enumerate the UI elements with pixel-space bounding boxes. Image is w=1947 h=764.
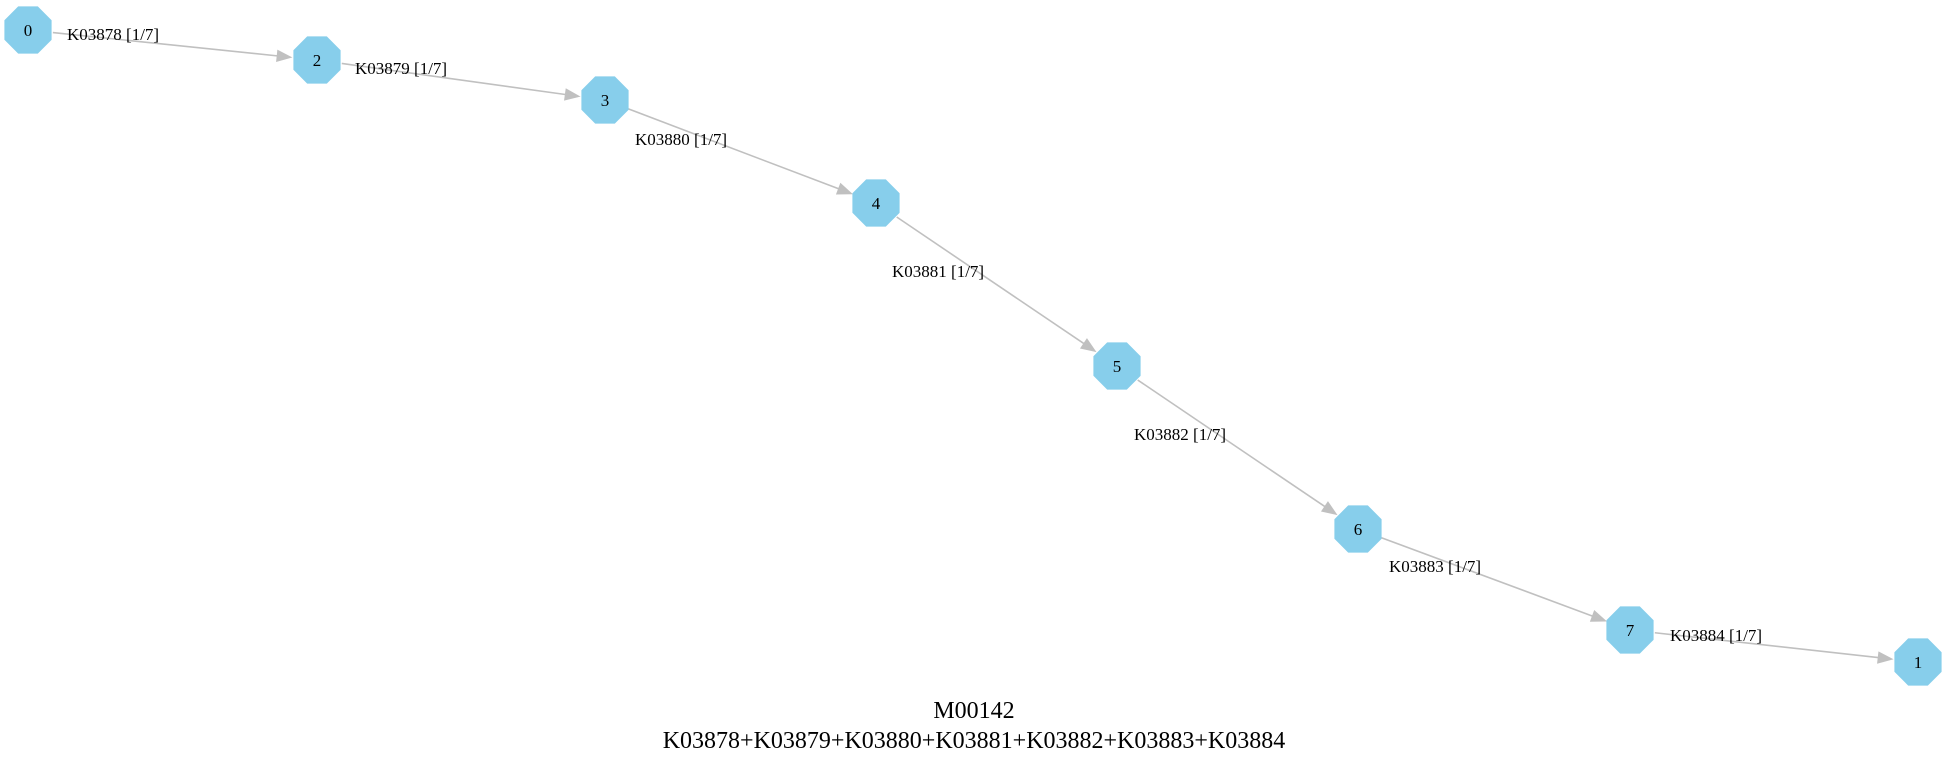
node-label: 1 [1914, 653, 1923, 672]
arrowhead-icon [1877, 651, 1894, 664]
node-2: 2 [293, 36, 341, 84]
arrowhead-icon [564, 88, 581, 101]
edge-label: K03879 [1/7] [355, 59, 447, 78]
edge-label: K03880 [1/7] [635, 130, 727, 149]
octagon-node-icon [852, 179, 900, 227]
edge-7-1: K03884 [1/7] [1654, 626, 1894, 664]
octagon-node-icon [581, 76, 629, 124]
octagon-node-icon [1606, 606, 1654, 654]
node-5: 5 [1093, 342, 1141, 390]
edge-2-3: K03879 [1/7] [341, 59, 581, 101]
node-label: 4 [872, 194, 881, 213]
octagon-node-icon [1093, 342, 1141, 390]
node-0: 0 [4, 6, 52, 54]
arrowhead-icon [276, 49, 293, 63]
node-label: 6 [1354, 520, 1363, 539]
node-3: 3 [581, 76, 629, 124]
octagon-node-icon [4, 6, 52, 54]
arrowhead-icon [1079, 338, 1097, 353]
node-label: 5 [1113, 357, 1122, 376]
node-1: 1 [1894, 638, 1942, 686]
node-6: 6 [1334, 505, 1382, 553]
node-label: 3 [601, 91, 610, 110]
edge-line [52, 31, 278, 57]
edge-line [628, 108, 839, 190]
edge-label: K03884 [1/7] [1670, 626, 1762, 645]
edge-4-5: K03881 [1/7] [892, 216, 1097, 353]
module-definition: K03878+K03879+K03880+K03881+K03882+K0388… [663, 728, 1286, 754]
arrowhead-icon [1320, 501, 1338, 516]
edge-line [1381, 536, 1593, 617]
edge-line [896, 216, 1085, 345]
edge-label: K03881 [1/7] [892, 262, 984, 281]
edge-label: K03882 [1/7] [1134, 425, 1226, 444]
edge-5-6: K03882 [1/7] [1134, 379, 1338, 516]
edges-layer: K03878 [1/7] K03879 [1/7] K03880 [1/7] K038… [52, 25, 1894, 664]
nodes-layer: 0 2 3 4 5 6 7 1 [4, 6, 1942, 686]
arrowhead-icon [835, 182, 853, 195]
edge-line [1137, 379, 1326, 508]
module-title: M00142 [933, 698, 1014, 724]
edge-label: K03883 [1/7] [1389, 557, 1481, 576]
node-label: 2 [313, 51, 322, 70]
arrowhead-icon [1589, 610, 1607, 622]
edge-line [341, 62, 566, 96]
node-label: 7 [1626, 621, 1635, 640]
octagon-node-icon [1894, 638, 1942, 686]
node-label: 0 [24, 21, 33, 40]
edge-0-2: K03878 [1/7] [52, 25, 293, 63]
edge-6-7: K03883 [1/7] [1381, 536, 1607, 622]
node-4: 4 [852, 179, 900, 227]
edge-line [1654, 631, 1879, 659]
edge-label: K03878 [1/7] [67, 25, 159, 44]
octagon-node-icon [293, 36, 341, 84]
node-7: 7 [1606, 606, 1654, 654]
edge-3-4: K03880 [1/7] [628, 108, 853, 195]
octagon-node-icon [1334, 505, 1382, 553]
